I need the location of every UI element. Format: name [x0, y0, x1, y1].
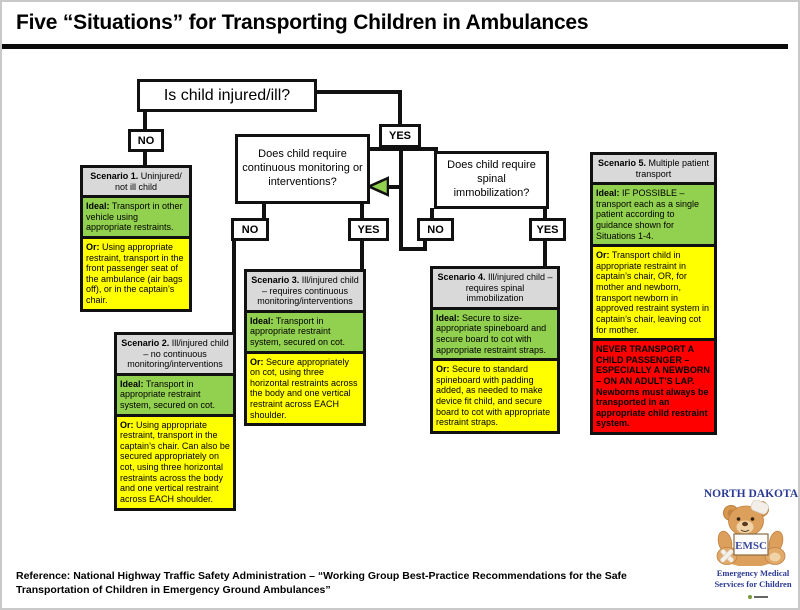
scenario-2-ideal: Ideal: Transport in appropriate restrain…	[117, 372, 233, 414]
scenario-1-box: Scenario 1. Uninjured/ not ill child Ide…	[80, 165, 192, 312]
scenario-5-never-warning: NEVER TRANSPORT A CHILD PASSENGER – ESPE…	[593, 338, 714, 433]
title-underline	[2, 44, 788, 49]
scenario-1-ideal: Ideal: Transport in other vehicle using …	[83, 195, 189, 237]
connector-line	[430, 208, 434, 220]
scenario-3-or: Or: Secure appropriately on cot, using t…	[247, 350, 363, 424]
connector-line	[543, 240, 547, 268]
emsc-mark-bar	[754, 596, 768, 598]
label-yes-monitoring: YES	[348, 218, 389, 241]
logo-region-name: NORTH DAKOTA	[703, 488, 799, 500]
scenario-4-header: Scenario 4. Ill/injured child – requires…	[433, 269, 557, 307]
emsc-mark	[748, 595, 768, 599]
label-yes-injured: YES	[379, 124, 421, 148]
scenario-3-box: Scenario 3. Ill/injured child – requires…	[244, 269, 366, 427]
label-no-monitoring: NO	[231, 218, 269, 241]
connector-line	[543, 208, 547, 220]
question-continuous-monitoring: Does child require continuous monitoring…	[235, 134, 370, 204]
connector-line	[360, 240, 364, 271]
connector-line	[143, 109, 147, 132]
connector-line	[232, 240, 236, 334]
connector-line	[315, 90, 402, 94]
logo-caption: Emergency Medical Services for Children	[714, 568, 792, 589]
scenario-4-ideal: Ideal: Secure to size-appropriate spineb…	[433, 306, 557, 359]
connector-line	[386, 185, 403, 189]
foot-bandage-icon	[720, 549, 734, 563]
scenario-3-header: Scenario 3. Ill/injured child – requires…	[247, 272, 363, 310]
scenario-5-box: Scenario 5. Multiple patient transport I…	[590, 152, 717, 436]
connector-line	[143, 151, 147, 167]
label-no-injured: NO	[128, 129, 164, 152]
scenario-3-ideal: Ideal: Transport in appropriate restrain…	[247, 309, 363, 351]
connector-line	[423, 240, 427, 251]
question-injured-ill: Is child injured/ill?	[137, 79, 317, 112]
scenario-4-or: Or: Secure to standard spineboard with p…	[433, 358, 557, 431]
scenario-5-ideal: Ideal: IF POSSIBLE – transport each as a…	[593, 182, 714, 245]
question-spinal-immobilization: Does child require spinal immobilization…	[434, 151, 549, 209]
emsc-sign-text: EMSC	[735, 540, 767, 552]
connector-line	[399, 247, 427, 251]
page-title: Five “Situations” for Transporting Child…	[16, 11, 589, 34]
connector-line	[398, 90, 402, 126]
scenario-2-box: Scenario 2. Ill/injured child – no conti…	[114, 332, 236, 511]
scenario-1-or: Or: Using appropriate restraint, transpo…	[83, 236, 189, 309]
scenario-5-header: Scenario 5. Multiple patient transport	[593, 155, 714, 183]
scenario-4-box: Scenario 4. Ill/injured child – requires…	[430, 266, 560, 434]
label-yes-spinal: YES	[529, 218, 566, 241]
scenario-2-header: Scenario 2. Ill/injured child – no conti…	[117, 335, 233, 373]
connector-line	[399, 147, 403, 251]
scenario-1-header: Scenario 1. Uninjured/ not ill child	[83, 168, 189, 196]
connector-line	[360, 202, 364, 219]
scenario-5-or: Or: Transport child in appropriate restr…	[593, 244, 714, 339]
emsc-mark-dot	[748, 595, 752, 599]
label-no-spinal: NO	[417, 218, 454, 241]
reference-text: Reference: National Highway Traffic Safe…	[16, 570, 627, 596]
teddy-bear-logo: EMSC	[716, 500, 786, 566]
loop-arrow-icon	[367, 176, 389, 197]
scenario-2-or: Or: Using appropriate restraint, transpo…	[117, 413, 233, 508]
connector-line	[262, 202, 266, 219]
